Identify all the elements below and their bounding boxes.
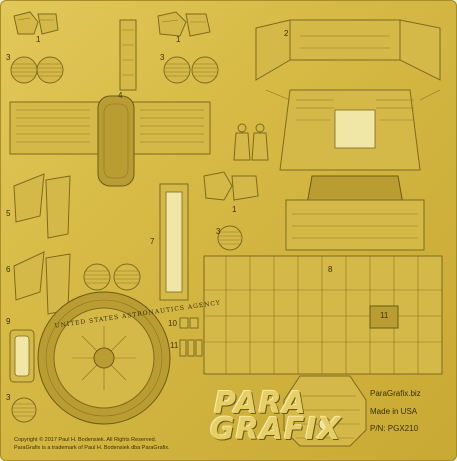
- part-8-grid-panel: [203, 255, 443, 375]
- copyright-line2: ParaGrafix is a trademark of Paul H. Bod…: [14, 445, 170, 451]
- part-3-grilles-middle: [163, 56, 219, 84]
- part-6-wedges: [13, 251, 71, 315]
- part-5-wedges: [13, 173, 71, 239]
- part-control-panel: [9, 95, 211, 187]
- astronaut-figures: [233, 123, 269, 161]
- part-number-label: 1: [232, 205, 237, 214]
- part-number-label: 5: [6, 209, 11, 218]
- part-2-main-assembly: [255, 19, 441, 251]
- part-3-grilles-mid-left: [83, 263, 141, 291]
- part-1-top-left: [13, 11, 59, 35]
- part-7-frame: [159, 183, 189, 301]
- part-number-label: 3: [160, 53, 165, 62]
- part-number-label: 10: [168, 319, 177, 328]
- part-number-label: 6: [6, 265, 11, 274]
- agency-seal: [37, 291, 171, 425]
- part-number-label: 9: [6, 317, 11, 326]
- part-number-label: 4: [118, 91, 123, 100]
- hatch-part: [283, 375, 367, 447]
- part-number-label: 1: [176, 35, 181, 44]
- part-number-text: P/N: PGX210: [370, 424, 419, 433]
- part-number-label: 1: [36, 35, 41, 44]
- part-9-plate: [9, 329, 35, 383]
- part-10-small: [179, 317, 199, 329]
- part-number-label: 3: [216, 227, 221, 236]
- part-number-label: 8: [328, 265, 333, 274]
- part-3-grille-center: [217, 225, 243, 251]
- part-1-top-middle: [157, 11, 211, 37]
- part-number-label: 11: [170, 341, 179, 350]
- part-number-label: 2: [284, 29, 289, 38]
- part-3-grille-bottom-left: [11, 397, 37, 423]
- part-4-spine: [119, 19, 137, 91]
- part-number-label: 3: [6, 393, 11, 402]
- brand-line2: GRAFIX: [210, 412, 342, 447]
- part-3-grilles-left: [10, 56, 64, 84]
- part-number-label: 7: [150, 237, 155, 246]
- made-in-text: Made in USA: [370, 407, 418, 416]
- part-1-center: [203, 171, 259, 201]
- copyright-line1: Copyright © 2017 Paul H. Bodensiek. All …: [14, 437, 157, 443]
- part-number-label: 3: [6, 53, 11, 62]
- part-11-small: [179, 339, 203, 357]
- part-number-label: 11: [380, 311, 389, 320]
- brand-line1: PARA: [214, 386, 307, 421]
- website-text: ParaGrafix.biz: [370, 389, 421, 398]
